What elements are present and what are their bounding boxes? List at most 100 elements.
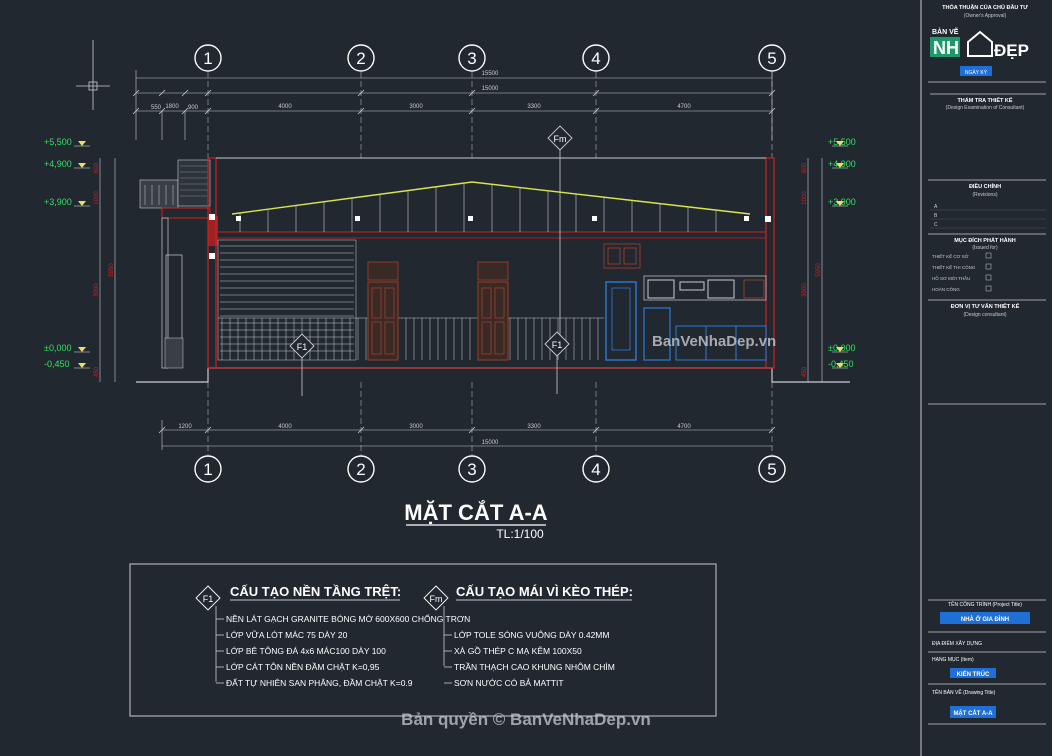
axis-bubble-4: 4: [582, 455, 610, 483]
level-right-5: -0,450: [828, 359, 854, 369]
roof-sheet: [231, 181, 751, 215]
vdim-left-3: 3900: [94, 283, 100, 297]
svg-text:BẢN VẼ: BẢN VẼ: [932, 27, 959, 36]
bottom-dimension-chains: [161, 420, 772, 450]
level-right-2: +4,900: [828, 159, 856, 169]
axis-label-3: 3: [467, 460, 476, 479]
svg-text:THIẾT KẾ CƠ SỞ: THIẾT KẾ CƠ SỞ: [932, 253, 969, 259]
level-right-4: ±0,000: [828, 343, 855, 353]
vdim-right-2: 1000: [802, 191, 808, 205]
vdim-right-1: 600: [802, 162, 808, 173]
wall-right: [765, 157, 775, 369]
level-left-3: +3,900: [44, 197, 90, 207]
title-block: THỎA THUẬN CỦA CHỦ ĐẦU TƯ (Owner's Appro…: [928, 4, 1046, 725]
svg-text:TÊN BẢN VẼ (Drawing Title): TÊN BẢN VẼ (Drawing Title): [932, 688, 996, 696]
floor-note-2: LỚP VỮA LÓT MÁC 75 DÀY 20: [226, 630, 348, 640]
door-1: [367, 261, 399, 361]
svg-text:ĐỊA ĐIỂM XÂY DỰNG: ĐỊA ĐIỂM XÂY DỰNG: [932, 640, 982, 647]
roof-truss: [239, 183, 717, 232]
floor-notes-title: CẤU TẠO NỀN TẦNG TRỆT:: [230, 584, 401, 599]
vdim-left-1: 600: [94, 162, 100, 173]
svg-text:HỒ SƠ MỜI THẦU: HỒ SƠ MỜI THẦU: [932, 275, 970, 281]
level-right-1: +5,500: [828, 137, 856, 147]
svg-text:(Owner's Approval): (Owner's Approval): [964, 13, 1007, 19]
svg-text:F1: F1: [297, 342, 308, 352]
roof-tag-label: Fm: [554, 134, 567, 144]
level-right-3: +3,900: [828, 197, 856, 207]
axis-label-5: 5: [767, 49, 776, 68]
svg-text:Fm: Fm: [430, 594, 443, 604]
svg-text:-0,450: -0,450: [44, 359, 70, 369]
roof-tag: Fm: [547, 125, 573, 350]
dim-segment-bottom-5: 4700: [677, 424, 691, 430]
door-2: [477, 261, 509, 361]
level-markers-right: +5,500 +4,900 +3,900 ±0,000 -0,450: [828, 137, 856, 369]
axis-bubble-1: 1: [194, 44, 222, 72]
watermark-bottom: Bản quyền © BanVeNhaDep.vn: [401, 710, 651, 729]
dim-small-2: 900: [188, 105, 199, 111]
axis-label-5: 5: [767, 460, 776, 479]
svg-text:C: C: [934, 222, 938, 228]
dim-segment-top-5: 4700: [677, 104, 691, 110]
floor-note-4: LỚP CÁT TÔN NỀN ĐẦM CHẶT K=0,95: [226, 662, 380, 672]
tb-owner-header: THỎA THUẬN CỦA CHỦ ĐẦU TƯ: [942, 4, 1028, 11]
floor-notes: F1 CẤU TẠO NỀN TẦNG TRỆT: NỀN LÁT GẠCH G…: [195, 584, 470, 688]
axis-label-2: 2: [356, 460, 365, 479]
vdim-left-2: 1000: [94, 191, 100, 205]
level-left-1: +5,500: [44, 137, 90, 147]
svg-text:(Design consultant): (Design consultant): [963, 312, 1006, 318]
svg-text:+5,500: +5,500: [44, 137, 72, 147]
svg-text:NGÀY KÝ: NGÀY KÝ: [965, 69, 988, 76]
axis-bubble-3: 3: [458, 44, 486, 72]
top-dimension-chains: [135, 70, 773, 140]
svg-text:B: B: [934, 213, 938, 219]
axis-label-2: 2: [356, 49, 365, 68]
kitchen-cabinets: [603, 243, 767, 361]
svg-text:TÊN CÔNG TRÌNH (Project Title): TÊN CÔNG TRÌNH (Project Title): [948, 600, 1022, 608]
dim-segment-bottom-2: 4000: [278, 424, 292, 430]
dim-segment-top-4: 3300: [527, 104, 541, 110]
level-left-2: +4,900: [44, 159, 90, 169]
interior-louvre: [217, 239, 357, 361]
balcony-slab: [161, 207, 211, 219]
wall-left: [207, 157, 217, 369]
parapet-block: [177, 159, 211, 207]
svg-text:KIẾN TRÚC: KIẾN TRÚC: [957, 671, 990, 678]
drawing-scale: TL:1/100: [496, 527, 544, 541]
axis-label-1: 1: [203, 49, 212, 68]
drawing-title: MẶT CẮT A-A: [404, 500, 547, 525]
svg-text:THẨM TRA THIẾT KẾ: THẨM TRA THIẾT KẾ: [957, 97, 1012, 104]
dim-segment-top-2: 4000: [278, 104, 292, 110]
svg-text:ĐƠN VỊ TƯ VẤN THIẾT KẾ: ĐƠN VỊ TƯ VẤN THIẾT KẾ: [951, 303, 1020, 310]
dim-segment-top-3: 3000: [409, 104, 423, 110]
dim-overall-top: 15500: [482, 71, 499, 77]
svg-text:THIẾT KẾ THI CÔNG: THIẾT KẾ THI CÔNG: [932, 264, 976, 270]
vdim-left-4: 450: [94, 366, 100, 377]
axis-label-4: 4: [591, 49, 600, 68]
svg-text:HẠNG MỤC (Item): HẠNG MỤC (Item): [932, 657, 974, 663]
svg-text:(Design Examination of Consult: (Design Examination of Consultant): [946, 105, 1025, 111]
level-left-5: -0,450: [44, 359, 90, 369]
svg-text:(Issued for): (Issued for): [972, 245, 998, 251]
dim-small-1: 550: [151, 105, 162, 111]
dim-segment-bottom-3: 3000: [409, 424, 423, 430]
svg-text:+3,900: +3,900: [44, 197, 72, 207]
svg-text:NH: NH: [933, 38, 959, 58]
axis-bubble-3: 3: [458, 455, 486, 483]
svg-text:MẶT CẮT A-A: MẶT CẮT A-A: [953, 709, 993, 717]
roof-notes-title: CẤU TẠO MÁI VÌ KÈO THÉP:: [456, 584, 633, 599]
svg-text:±0,000: ±0,000: [44, 343, 71, 353]
dim-segment-bottom-1: 1200: [178, 424, 192, 430]
level-left-4: ±0,000: [44, 343, 90, 353]
vertical-dim-lines: [99, 158, 823, 382]
roof-note-3: TRẦN THẠCH CAO KHUNG NHÔM CHÌM: [454, 662, 615, 672]
roof-note-4: SƠN NƯỚC CÓ BẢ MATTIT: [454, 677, 564, 688]
ground-line: [136, 367, 850, 383]
svg-text:HOÀN CÔNG: HOÀN CÔNG: [932, 286, 960, 292]
origin-crosshair: [76, 40, 110, 110]
svg-text:F1: F1: [203, 594, 214, 604]
